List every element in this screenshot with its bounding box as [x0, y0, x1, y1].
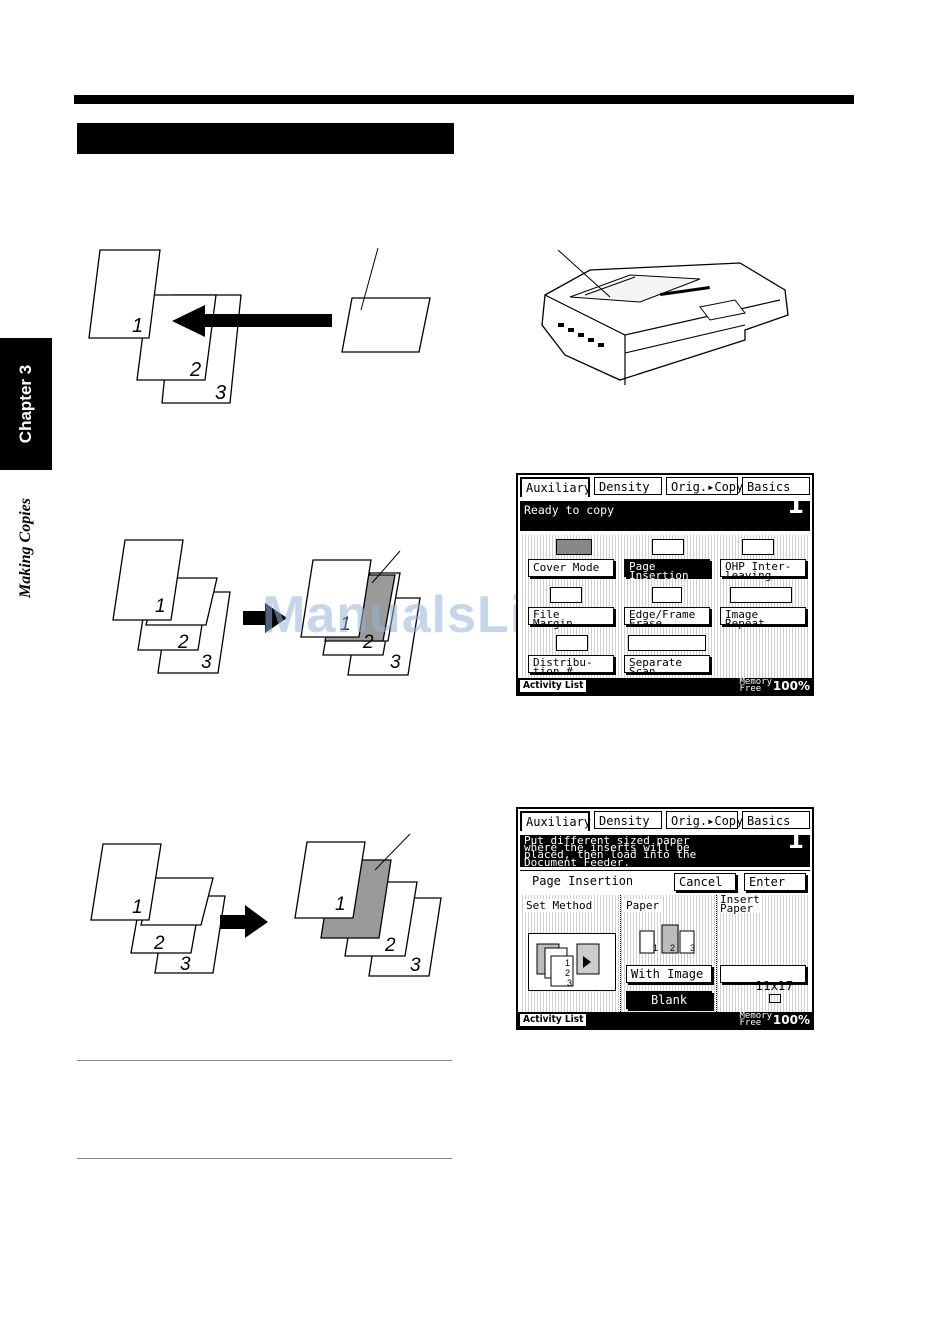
tab-auxiliary[interactable]: Auxiliary [520, 811, 591, 831]
page-insertion-screen: Auxiliary Density Orig.▸Copy Basics Put … [516, 807, 814, 1030]
file-margin-icon [550, 587, 582, 603]
section-title-bar [77, 123, 454, 154]
set-method-option[interactable]: 1 2 3 [528, 933, 616, 991]
page-insertion-icon [652, 539, 684, 555]
function-area: Cover Mode Page Insertion OHP Inter- lea… [520, 535, 810, 678]
method-page-number: 3 [567, 978, 572, 988]
file-margin-button[interactable]: File Margin [528, 607, 614, 629]
activity-list-button[interactable]: Activity List [520, 680, 587, 692]
insertion-diagram-2: 1 2 3 1 2 3 [112, 539, 421, 676]
memory-free-label: Memory Free [739, 677, 772, 694]
settings-area: Set Method 1 2 3 Paper 1 2 3 With Image … [520, 893, 810, 1012]
page-number: 1 [155, 596, 166, 617]
paper-size-label: 11x17 [755, 979, 794, 993]
section-label: Making Copies [17, 497, 34, 599]
page-number: 2 [384, 935, 396, 956]
screen-footer: Activity List Memory Free 100% [518, 1012, 812, 1028]
page-number: 2 [362, 632, 374, 653]
memory-free-percent: 100% [772, 1013, 810, 1027]
memory-free-label: Memory Free [739, 1011, 772, 1028]
icon-page-number: 2 [670, 943, 675, 953]
distribution-icon [556, 635, 588, 651]
page-number: 2 [153, 933, 165, 954]
activity-list-button[interactable]: Activity List [520, 1014, 587, 1026]
edge-frame-erase-icon [652, 587, 682, 603]
page-number: 3 [180, 954, 191, 975]
ohp-interleaving-button[interactable]: OHP Inter- leaving [720, 559, 806, 581]
icon-page-number: 1 [653, 943, 658, 953]
cover-mode-icon [556, 539, 592, 555]
page-number: 3 [215, 382, 226, 404]
auxiliary-screen: Auxiliary Density Orig.▸Copy Basics Read… [516, 473, 814, 696]
icon-page-number: 3 [690, 943, 695, 953]
page-number: 3 [201, 652, 212, 673]
image-repeat-icon [730, 587, 792, 603]
page-number: 1 [132, 315, 143, 337]
image-repeat-button[interactable]: Image Repeat [720, 607, 806, 629]
method-page-number: 2 [565, 968, 570, 978]
tab-density[interactable]: Density [594, 477, 662, 495]
copy-count: 1 [787, 491, 804, 519]
enter-button[interactable]: Enter [744, 873, 806, 891]
insert-paper-label: Insert Paper [718, 893, 762, 915]
status-message: Ready to copy [524, 503, 615, 517]
header-rule [74, 95, 854, 104]
tab-bar: Auxiliary Density Orig.▸Copy Basics [518, 475, 812, 497]
tab-orig-copy[interactable]: Orig.▸Copy [666, 811, 743, 829]
section-side-label: Making Copies [0, 478, 52, 618]
page-insertion-header: Page Insertion Cancel Enter [520, 870, 810, 893]
page-insertion-title: Page Insertion [532, 874, 634, 888]
page-number: 3 [410, 955, 421, 976]
edge-frame-erase-button[interactable]: Edge/Frame Erase [624, 607, 710, 629]
blank-button[interactable]: Blank [626, 991, 712, 1009]
paper-label: Paper [624, 899, 662, 912]
method-page-number: 1 [565, 958, 570, 968]
page-number: 2 [177, 632, 189, 653]
separate-scan-icon [628, 635, 706, 651]
chapter-label: Chapter 3 [16, 364, 35, 444]
page-number: 1 [335, 894, 346, 915]
set-method-icon: 1 2 3 [536, 943, 600, 988]
page-number: 1 [340, 614, 351, 635]
memory-free-percent: 100% [772, 679, 810, 693]
paper-orientation-icon [769, 994, 782, 1003]
separate-scan-button[interactable]: Separate Scan [624, 655, 710, 677]
cover-mode-button[interactable]: Cover Mode [528, 559, 614, 577]
document-feeder-illustration [541, 249, 789, 385]
copy-count: 1 [787, 826, 804, 854]
paper-size-button[interactable]: 11x17 [720, 965, 806, 1003]
tab-auxiliary[interactable]: Auxiliary [520, 477, 591, 497]
page-number: 3 [390, 652, 401, 673]
insertion-diagram-3: 1 2 3 1 2 3 [90, 833, 442, 977]
distribution-button[interactable]: Distribu- tion # [528, 655, 614, 677]
tab-basics[interactable]: Basics [742, 811, 810, 829]
tab-density[interactable]: Density [594, 811, 662, 829]
page-number: 1 [132, 897, 143, 918]
insertion-diagram-1: 1 2 3 [88, 247, 431, 404]
with-image-button[interactable]: With Image [626, 965, 712, 983]
tab-basics[interactable]: Basics [742, 477, 810, 495]
chapter-tab: Chapter 3 [0, 338, 52, 470]
screen-footer: Activity List Memory Free 100% [518, 678, 812, 694]
cancel-button[interactable]: Cancel [674, 873, 736, 891]
tab-bar: Auxiliary Density Orig.▸Copy Basics [518, 809, 812, 831]
status-message-bar: Ready to copy 1 [520, 491, 810, 531]
status-message-bar: Put different sized paper where the inse… [520, 826, 810, 869]
status-message: Put different sized paper where the inse… [524, 834, 697, 869]
tab-orig-copy[interactable]: Orig.▸Copy [666, 477, 743, 495]
page-insertion-button[interactable]: Page Insertion [624, 559, 710, 581]
note-rule-bottom [77, 1158, 452, 1159]
note-rule-top [77, 1060, 452, 1061]
set-method-label: Set Method [524, 899, 595, 912]
page-number: 2 [189, 359, 201, 381]
ohp-interleaving-icon [742, 539, 774, 555]
insert-paper-icon: 1 2 3 [639, 924, 695, 954]
